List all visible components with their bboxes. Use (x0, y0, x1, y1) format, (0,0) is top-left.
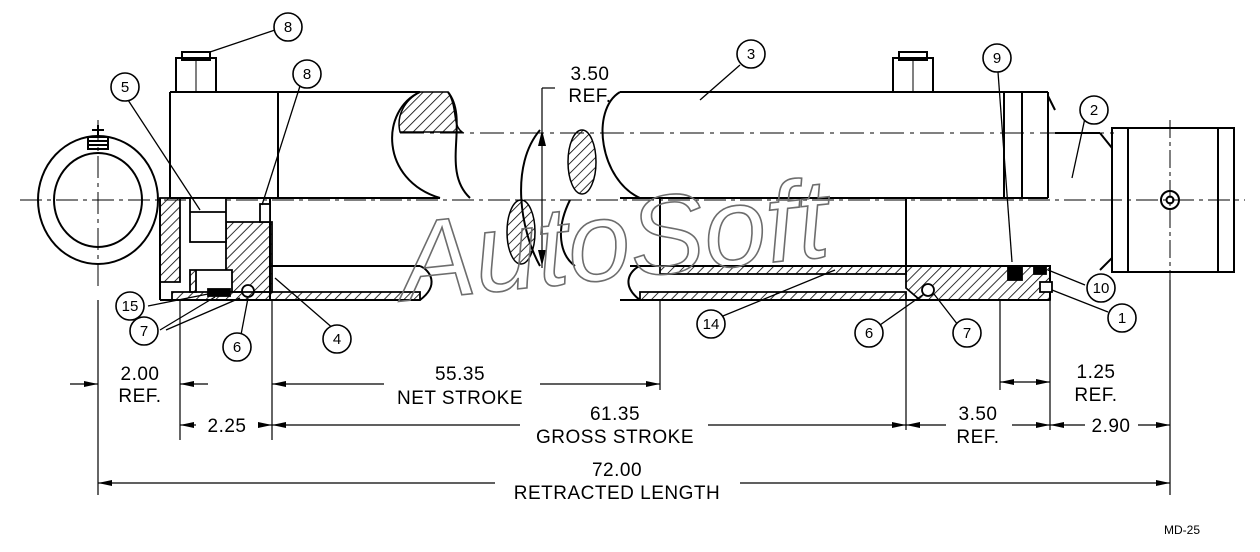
balloon-7a (129, 316, 159, 346)
balloon-5 (110, 72, 140, 102)
balloon-6b (854, 318, 884, 348)
leader-lines (127, 29, 1109, 341)
balloon-num-3: 3 (747, 46, 755, 63)
dim-rod-end-ref: REF. (1074, 385, 1117, 406)
balloon-num-1: 1 (1118, 310, 1126, 327)
balloon-num-7b: 7 (963, 325, 971, 342)
balloon-num-2: 2 (1090, 102, 1098, 119)
dim-rod-end-value: 1.25 (1077, 362, 1116, 383)
dim-gross-stroke-value: 61.35 (590, 404, 640, 425)
balloon-4 (322, 324, 352, 354)
balloon-9 (982, 43, 1012, 73)
port-right (892, 51, 934, 93)
dim-gland-length-ref: REF. (956, 427, 999, 448)
piston (159, 197, 273, 298)
balloon-1 (1107, 303, 1137, 333)
balloon-num-14: 14 (703, 316, 720, 333)
balloon-8 (292, 59, 322, 89)
balloon-6a (222, 332, 252, 362)
break-sections (398, 91, 597, 265)
dim-left-gap: 2.25 (208, 416, 247, 437)
gland (171, 265, 1053, 301)
balloon-15 (115, 291, 145, 321)
balloon-num-6b: 6 (865, 325, 873, 342)
balloon-num-7a: 7 (140, 323, 148, 340)
balloon-2 (1079, 95, 1109, 125)
dim-rod-clearance-value: 3.50 (571, 64, 610, 85)
balloons (110, 12, 1137, 362)
drawing-code: MD-25 (1164, 523, 1200, 537)
balloon-3 (736, 39, 766, 69)
balloon-num-5: 5 (121, 79, 129, 96)
balloon-num-15: 15 (122, 298, 139, 315)
balloon-num-11: 8 (284, 19, 292, 36)
balloon-num-6a: 6 (233, 339, 241, 356)
balloon-num-9: 9 (993, 50, 1001, 67)
balloon-numbers: 8 5 8 3 9 2 10 1 15 7 6 4 14 6 7 (121, 19, 1126, 356)
dim-retracted-value: 72.00 (592, 460, 642, 481)
dimension-lines (70, 87, 1171, 495)
balloon-num-10: 10 (1093, 280, 1110, 297)
balloon-10 (1086, 273, 1116, 303)
arrowheads (84, 130, 1170, 486)
balloon-14 (696, 309, 726, 339)
dim-rod-clearance-ref: REF. (568, 86, 611, 107)
balloon-11 (273, 12, 303, 42)
centerlines (20, 120, 1245, 290)
dimension-text: 3.50 REF. 2.00 REF. 55.35 NET STROKE 2.2… (118, 64, 1130, 504)
rod-end-eye (1055, 120, 1235, 280)
port-left (175, 51, 217, 93)
balloon-7b (952, 318, 982, 348)
dim-right-gap: 2.90 (1092, 416, 1131, 437)
dim-net-stroke-label: NET STROKE (397, 388, 523, 409)
dim-net-stroke-value: 55.35 (435, 364, 485, 385)
dim-gross-stroke-label: GROSS STROKE (536, 427, 694, 448)
dim-pin-offset-ref: REF. (118, 386, 161, 407)
balloon-num-8: 8 (303, 66, 311, 83)
dim-pin-offset-value: 2.00 (121, 364, 160, 385)
dim-retracted-label: RETRACTED LENGTH (514, 483, 720, 504)
balloon-num-4: 4 (333, 331, 341, 348)
dim-gland-length-value: 3.50 (959, 404, 998, 425)
